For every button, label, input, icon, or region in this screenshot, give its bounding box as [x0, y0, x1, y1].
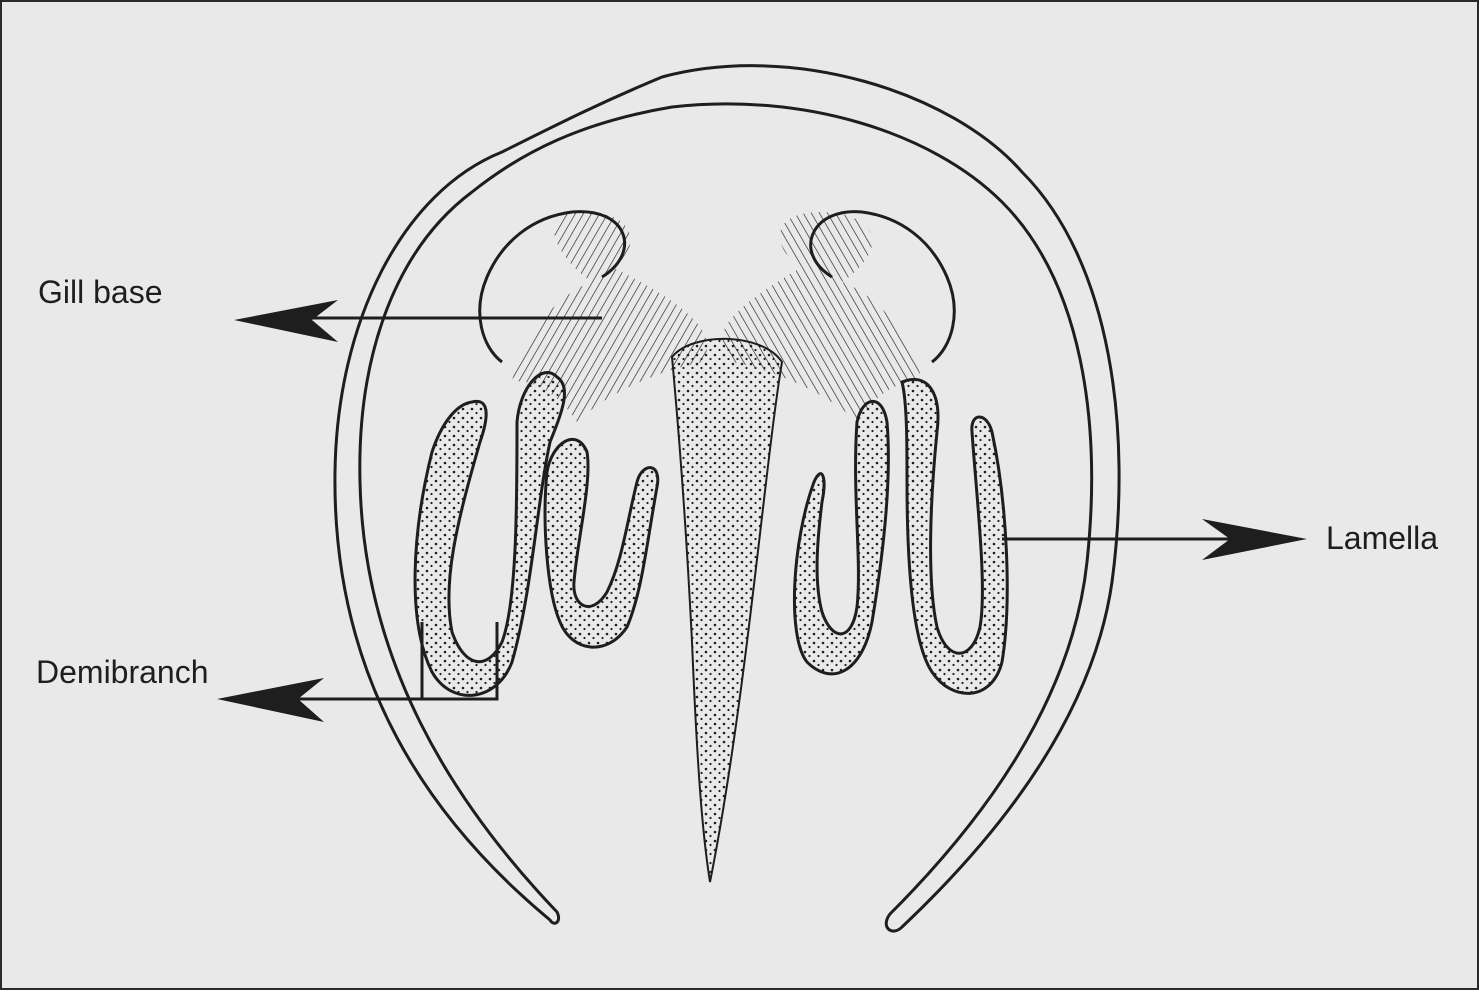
label-demibranch: Demibranch: [36, 656, 209, 688]
right-outer-demibranch: [902, 379, 1007, 693]
central-axis: [672, 339, 782, 882]
left-inner-demibranch: [545, 439, 658, 647]
left-outer-demibranch: [415, 373, 564, 696]
label-gill-base: Gill base: [38, 276, 163, 308]
gill-base-arrowhead: [234, 300, 338, 342]
right-inner-demibranch: [794, 401, 888, 674]
label-lamella: Lamella: [1326, 522, 1438, 554]
